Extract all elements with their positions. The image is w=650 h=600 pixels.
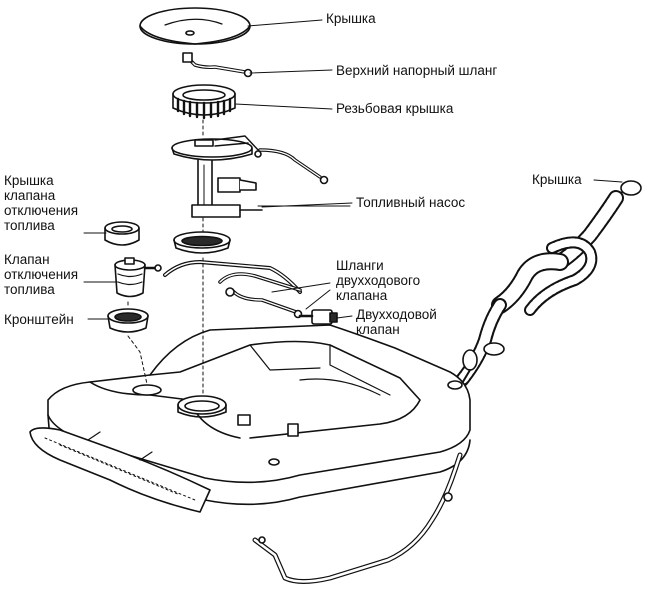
- label-bracket: Кронштейн: [4, 312, 74, 327]
- leader-lines: [83, 19, 623, 320]
- fuel-pump-assembly: [171, 135, 351, 218]
- bracket: [107, 308, 149, 333]
- support-strap: [252, 452, 463, 584]
- cutoff-valve-cover: [104, 221, 140, 246]
- upper-pressure-hose: [182, 52, 253, 78]
- tank-skid: [29, 427, 211, 513]
- label-cutoff-valve-cover: Крышка клапана отключения топлива: [4, 173, 79, 233]
- two-way-valve: [298, 309, 338, 325]
- filler-neck: [454, 180, 642, 396]
- label-filler-cap: Крышка: [532, 172, 582, 187]
- label-threaded-cover: Резьбовая крышка: [336, 101, 454, 116]
- cutoff-valve: [114, 257, 162, 298]
- label-two-way-valve-hoses: Шланги двухходового клапана: [336, 258, 421, 303]
- label-cutoff-valve: Клапан отключения топлива: [4, 252, 79, 297]
- label-top-cover: Крышка: [326, 11, 376, 26]
- threaded-cover-ring: [172, 84, 236, 120]
- top-cover-plate: [139, 7, 251, 45]
- label-upper-pressure-hose: Верхний напорный шланг: [336, 63, 498, 78]
- assembly-guide-lines: [127, 119, 204, 397]
- label-two-way-valve: Двухходовой клапан: [356, 307, 437, 337]
- two-way-valve-hoses: [163, 260, 303, 319]
- pump-seal-ring: [173, 231, 231, 254]
- label-fuel-pump: Топливный насос: [356, 195, 466, 210]
